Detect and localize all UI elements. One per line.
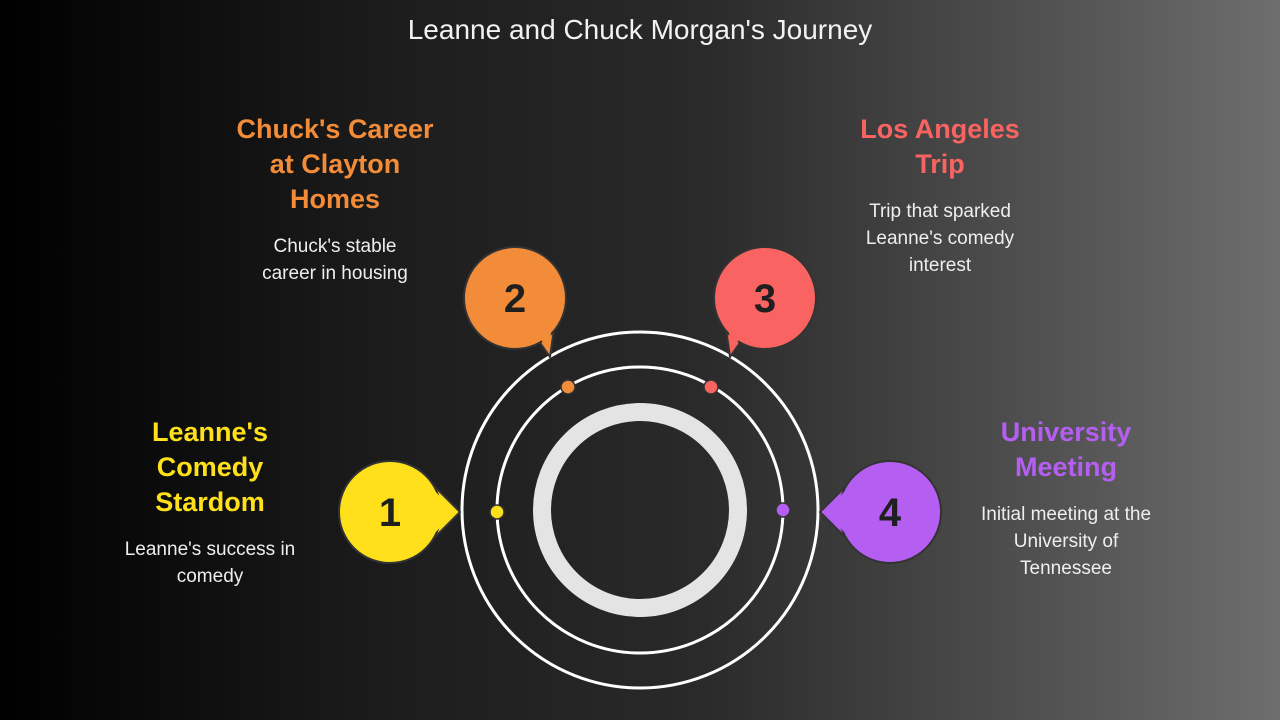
inner-ring	[533, 403, 747, 617]
step-2-description-line: Chuck's stable	[273, 236, 397, 257]
step-4-heading-line: University	[1000, 417, 1132, 447]
step-3-number: 3	[754, 277, 776, 321]
step-4-heading-line: Meeting	[1014, 452, 1117, 482]
step-2-heading-line: at Clayton	[269, 149, 401, 179]
step-3-description: Trip that sparked Leanne's comedy intere…	[820, 198, 1060, 279]
step-3-dot	[703, 379, 719, 395]
step-3-balloon: 3	[713, 246, 817, 360]
step-2-balloon: 2	[463, 246, 567, 360]
step-3-heading: Los Angeles Trip	[820, 112, 1060, 182]
step-2-text: Chuck's Career at Clayton Homes Chuck's …	[205, 112, 465, 287]
step-3-description-line: Trip that sparked	[869, 201, 1011, 222]
step-2-heading: Chuck's Career at Clayton Homes	[205, 112, 465, 217]
step-3-description-line: Leanne's comedy	[865, 228, 1015, 249]
outer-ring	[460, 330, 820, 690]
step-4-dot	[775, 502, 791, 518]
step-1-description-line: comedy	[176, 566, 244, 587]
step-4-number: 4	[879, 491, 902, 535]
step-2-number: 2	[504, 277, 526, 321]
step-1-heading-line: Stardom	[155, 487, 265, 517]
step-1-dot	[489, 504, 505, 520]
step-2-description-line: career in housing	[262, 263, 408, 284]
step-2-heading-line: Homes	[289, 184, 381, 214]
step-1-balloon: 1	[338, 460, 462, 564]
step-4-balloon: 4	[818, 460, 942, 564]
step-1-heading-line: Leanne's	[152, 417, 268, 447]
step-3-text: Los Angeles Trip Trip that sparked Leann…	[820, 112, 1060, 279]
step-1-description: Leanne's success in comedy	[100, 536, 320, 590]
step-1-heading: Leanne's Comedy Stardom	[100, 415, 320, 520]
step-4-description: Initial meeting at the University of Ten…	[946, 501, 1186, 582]
step-3-heading-line: Trip	[915, 149, 965, 179]
step-1-heading-line: Comedy	[156, 452, 264, 482]
diagram-title: Leanne and Chuck Morgan's Journey	[407, 14, 873, 45]
step-4-heading: University Meeting	[946, 415, 1186, 485]
step-3-heading-line: Los Angeles	[860, 114, 1020, 144]
step-2-dot	[560, 379, 576, 395]
step-1-number: 1	[379, 491, 401, 535]
step-1-description-line: Leanne's success in	[124, 539, 296, 560]
step-4-description-line: Tennessee	[1020, 558, 1112, 579]
step-4-description-line: University of	[1013, 531, 1119, 552]
step-2-heading-line: Chuck's Career	[236, 114, 434, 144]
step-4-text: University Meeting Initial meeting at th…	[946, 415, 1186, 582]
step-2-description: Chuck's stable career in housing	[205, 233, 465, 287]
step-1-text: Leanne's Comedy Stardom Leanne's success…	[100, 415, 320, 590]
step-3-description-line: interest	[908, 255, 972, 276]
step-4-description-line: Initial meeting at the	[980, 504, 1152, 525]
